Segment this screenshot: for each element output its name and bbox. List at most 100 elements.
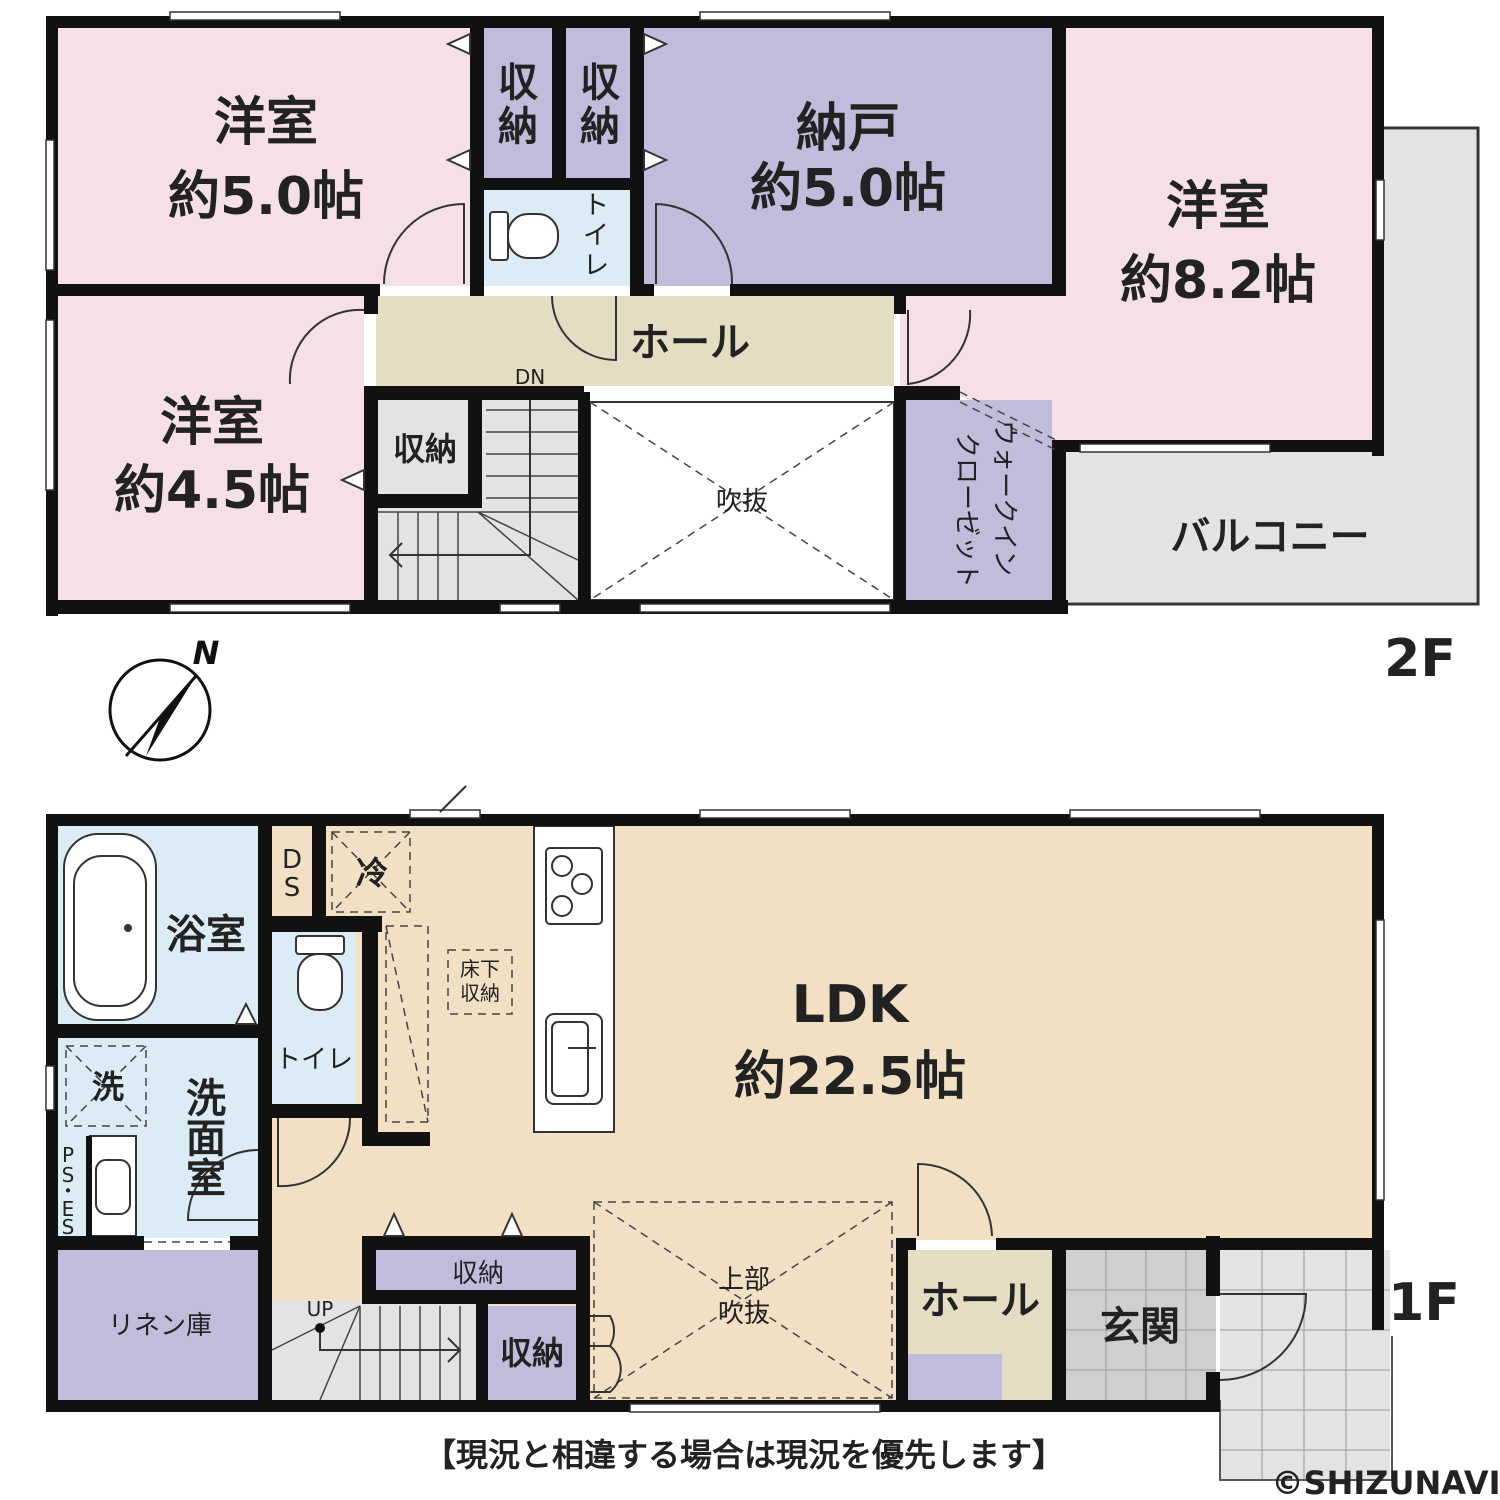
entrance-fill <box>1066 1250 1216 1400</box>
balcony-rail <box>1066 126 1480 606</box>
floor-2f: 洋室 約5.0帖 収 納 収 納 ト イ レ 納戸 約5.0帖 洋室 約8.2帖… <box>45 11 1480 689</box>
windows-2f <box>45 11 1385 613</box>
closet-b-label: 収納 <box>500 1334 564 1372</box>
stairs-up-label: UP <box>307 1297 334 1321</box>
pantry-box <box>385 925 429 1123</box>
bedroom-sw-name: 洋室 <box>160 393 264 453</box>
bedroom-ne-size: 約8.2帖 <box>1120 251 1316 311</box>
walkin-fill <box>906 400 1052 600</box>
wash-basin-icon <box>89 1135 137 1237</box>
underfloor-box <box>447 949 513 1015</box>
bedroom-nw-size: 約5.0帖 <box>168 167 364 227</box>
bedroom-nw-name: 洋室 <box>214 93 318 153</box>
void-1f-label-1: 上部 <box>718 1265 770 1295</box>
toilet-fixture-2f <box>489 211 559 261</box>
stairs-2f-arrow <box>390 394 531 556</box>
balcony-label: バルコニー <box>1170 514 1369 560</box>
void-1f-label-2: 吹抜 <box>718 1299 770 1329</box>
stairs-dn-label: DN <box>515 365 545 389</box>
bedroom-ne-name: 洋室 <box>1166 177 1270 237</box>
balcony-fill <box>1066 452 1476 602</box>
porch-fill <box>1220 1250 1390 1480</box>
hall-1f-closet-fill <box>906 1354 1002 1400</box>
entrance-label: 玄関 <box>1100 1304 1180 1350</box>
closet-1-char-1: 収 <box>498 60 538 106</box>
walkin-label-2: クローゼット <box>951 432 981 588</box>
compass-n-label: N <box>193 634 220 672</box>
toilet-fixture-1f <box>295 935 345 1011</box>
toilet-2f-char-3: レ <box>583 251 609 281</box>
walkin-door <box>959 391 1057 441</box>
ds-label-2: S <box>284 873 301 903</box>
void-1f <box>593 1201 893 1399</box>
ldk-name: LDK <box>792 975 910 1035</box>
compass: N <box>108 634 220 762</box>
entrance-tile-grid <box>1066 1250 1390 1480</box>
balcony-side-fill <box>1382 130 1476 460</box>
footer-note: 【現況と相違する場合は現況を優先します】 <box>424 1436 1064 1474</box>
underfloor-label-2: 収納 <box>460 981 500 1005</box>
walkin-label-1: ウォークイン <box>989 420 1019 576</box>
bedroom-ne-fill <box>900 28 1372 446</box>
bedroom-sw-size: 約4.5帖 <box>114 461 310 521</box>
hall-2f-label: ホール <box>630 320 750 366</box>
closet-a-label: 収納 <box>452 1259 504 1289</box>
washroom-label-1: 洗 <box>186 1076 226 1122</box>
closet-a-fill <box>376 1250 578 1294</box>
stairs-1f-treads <box>271 1305 462 1401</box>
ps-es-label-2: S <box>62 1163 75 1187</box>
floor-label-2f: 2F <box>1384 629 1456 689</box>
closet-3-label: 収納 <box>393 430 457 468</box>
hall-2f-fill <box>376 296 894 386</box>
bathtub-icon <box>63 833 157 1021</box>
floor-label-1f: 1F <box>1388 1273 1460 1333</box>
closet-1-fill <box>484 28 552 178</box>
toilet-2f-char-2: イ <box>583 221 609 251</box>
linen-fill <box>58 1250 258 1400</box>
storeroom-size: 約5.0帖 <box>750 159 946 219</box>
bath-label: 浴室 <box>166 912 246 958</box>
sink-icon <box>545 1013 603 1105</box>
doors-2f <box>288 32 972 492</box>
storeroom-fill <box>642 28 1052 286</box>
ps-es-label-5: S <box>62 1215 75 1239</box>
fridge-label: 冷 <box>356 854 388 892</box>
ps-es-label-3: ・ <box>58 1179 78 1203</box>
closet-b-fill <box>488 1306 576 1400</box>
closet-1-char-2: 納 <box>498 104 538 150</box>
void-2f-diag-2 <box>589 401 895 601</box>
washroom-label-2: 面 <box>186 1116 226 1162</box>
stove-icon <box>545 847 603 925</box>
compass-needle <box>146 676 196 756</box>
washer-box <box>65 1045 147 1127</box>
windows-1f <box>45 785 1385 1413</box>
void-2f-diag-1 <box>589 401 895 601</box>
washer-label: 洗 <box>92 1068 124 1106</box>
bedroom-nw-fill <box>58 28 470 286</box>
void-2f-label: 吹抜 <box>716 487 768 517</box>
ps-es-label-1: P <box>62 1143 74 1167</box>
ldk-size: 約22.5帖 <box>734 1047 966 1107</box>
fridge-box <box>331 831 411 913</box>
stairs-2f-treads <box>378 389 579 601</box>
closet-2-char-1: 収 <box>580 60 620 106</box>
watermark: ©SHIZUNAVI <box>1272 1464 1500 1500</box>
doors-1f <box>186 1001 1308 1393</box>
linen-label: リネン庫 <box>108 1311 212 1341</box>
toilet-2f-char-1: ト <box>583 191 609 221</box>
toilet-1f-label: トイレ <box>275 1045 353 1075</box>
storeroom-name: 納戸 <box>796 99 900 159</box>
washroom-label-3: 室 <box>186 1156 226 1202</box>
closet-2-char-2: 納 <box>580 104 620 150</box>
floor-1f: 浴室 D S 冷 床下 収納 LDK 約22.5帖 トイレ 洗 洗 面 室 P … <box>45 785 1460 1481</box>
bedroom-sw-fill <box>58 296 364 600</box>
ds-label-1: D <box>282 845 302 875</box>
underfloor-label-1: 床下 <box>460 957 500 981</box>
closet-2-fill <box>566 28 634 178</box>
compass-circle <box>108 658 212 762</box>
hall-1f-label: ホール <box>920 1278 1040 1324</box>
walls-1f <box>46 814 1384 1412</box>
ps-es-label-4: E <box>62 1197 75 1221</box>
ldk-fill <box>272 826 1372 1240</box>
